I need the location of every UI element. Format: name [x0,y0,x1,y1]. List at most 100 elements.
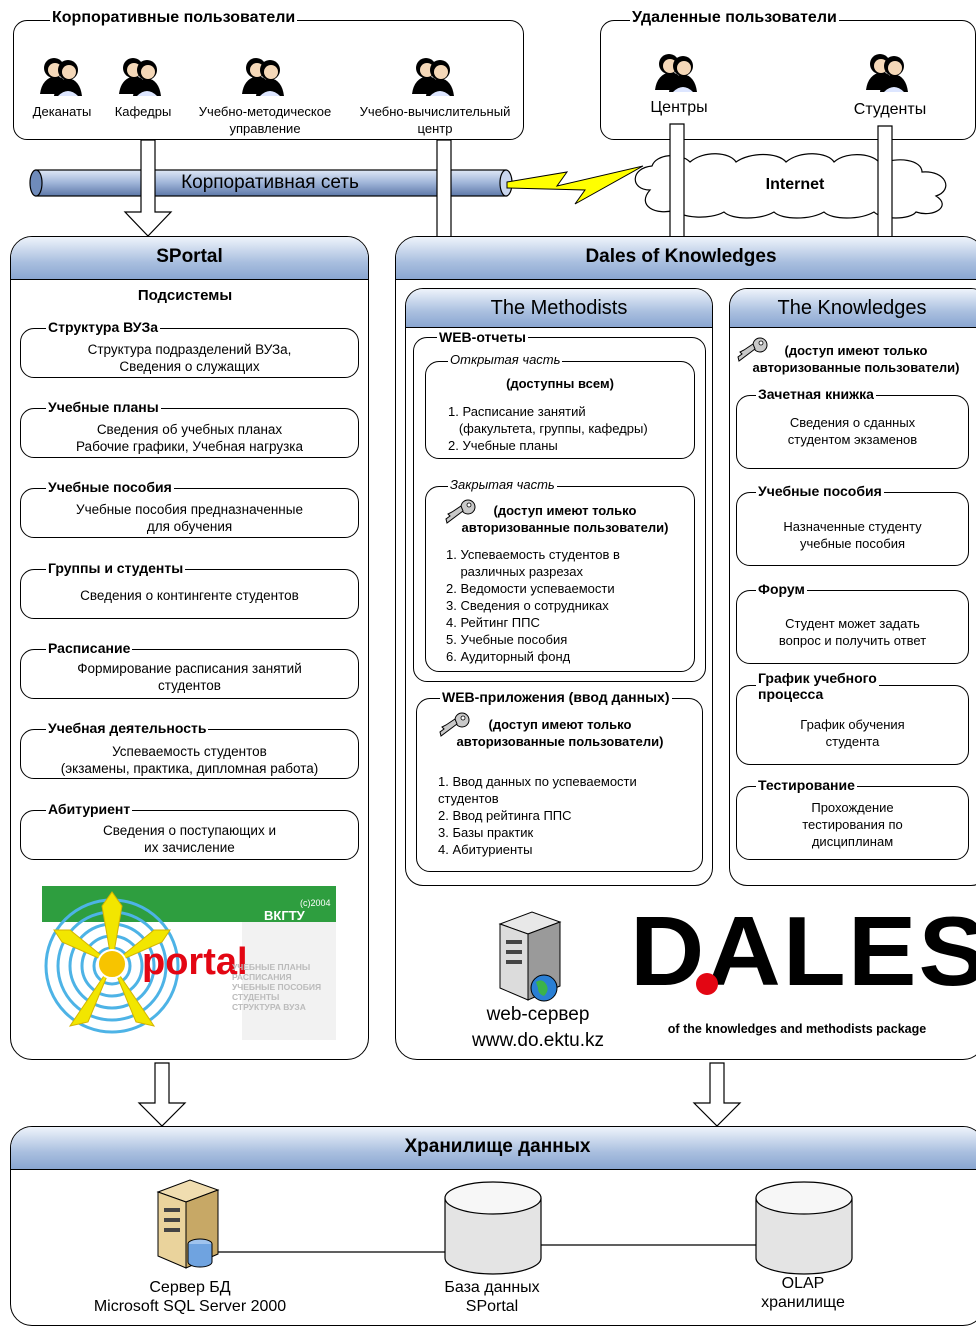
knowledges-group [736,395,969,469]
internet-cloud-icon [634,153,947,219]
sportal-group-text: Сведения об учебных планах Рабочие графи… [76,422,303,454]
web-apps-title: WEB-приложения (ввод данных) [440,689,672,705]
knowledges-group-title: График учебного процесса [756,670,879,702]
knowledges-group-title: Учебные пособия [756,483,884,499]
knowledges-group-title: Зачетная книжка [756,386,876,402]
sportal-group-title: Абитуриент [46,801,133,817]
knowledges-group-text: Сведения о сданных студентом экзаменов [787,415,918,447]
key-icon [445,499,476,524]
sportal-group [20,729,359,779]
sportal-group-title: Структура ВУЗа [46,319,161,335]
list-item: 1. Ввод данных по успеваемости студентов [438,774,637,806]
closed-part-title: Закрытая часть [448,477,557,493]
list-item: 4. Рейтинг ППС [446,615,540,630]
methodists-title: The Methodists [490,297,628,319]
sportal-group [20,488,359,538]
subsystems-title: Подсистемы [137,287,233,304]
knowledges-group-title: Тестирование [756,777,857,793]
sportal-group [20,569,359,619]
key-icon [737,337,768,362]
web-server-label: web-сервер [486,1004,590,1025]
list-item: 4. Абитуриенты [438,842,533,857]
closed-items-list: 1. Успеваемость студентов в различных ра… [446,546,692,665]
sportal-logo-word: portal [142,941,248,983]
knowledges-group [736,492,969,566]
sportal-logo-year: (c)2004 [300,898,331,908]
dales-logo: DALES of the knowledges and methodists p… [630,896,976,1044]
lightning-bolt-icon [506,165,644,205]
list-item: 1. Расписание занятий (факультета, групп… [448,404,648,436]
knowledges-group-text: Прохождение тестирования по дисциплинам [802,800,903,849]
list-item: 2. Ввод рейтинга ППС [438,808,572,823]
knowledges-group [736,786,969,860]
knowledges-title: The Knowledges [777,297,927,319]
open-part-group [425,361,695,459]
sportal-group-text: Сведения о контингенте студентов [80,588,299,603]
sportal-group [20,810,359,860]
knowledges-header: The Knowledges [730,289,976,328]
web-server-icon [498,911,562,1002]
apps-items-list: 1. Ввод данных по успеваемости студентов… [438,773,698,858]
sportal-logo-brand: ВКГТУ [264,908,305,923]
corporate-user-label: Учебно-вычислительный центр [359,104,511,136]
dales-header: Dales of Knowledges [396,237,976,280]
list-item: 2. Учебные планы [448,438,558,453]
sportal-logo-menu: УЧЕБНЫЕ ПЛАНЫ РАСПИСАНИЯ УЧЕБНЫЕ ПОСОБИЯ… [232,962,322,1012]
list-item: 6. Аудиторный фонд [446,649,571,664]
methodists-header: The Methodists [406,289,712,328]
knowledges-group-text: График обучения студента [800,717,905,749]
open-items-list: 1. Расписание занятий (факультета, групп… [448,403,688,454]
list-item: 5. Учебные пособия [446,632,568,647]
sportal-logo-emblem [44,891,180,1034]
database-server-icon [156,1179,220,1269]
sportal-header: SPortal [11,237,368,280]
storage-title: Хранилище данных [404,1136,591,1157]
open-access-text: (доступны всем) [506,376,614,391]
sportal-group-text: Сведения о поступающих и их зачисление [103,823,276,855]
list-item: 3. Базы практик [438,825,534,840]
list-item: 3. Сведения о сотрудниках [446,598,609,613]
sportal-group-title: Учебные пособия [46,479,174,495]
corporate-user-label: Деканаты [32,104,92,119]
dales-title: Dales of Knowledges [585,246,777,267]
sportal-group-text: Успеваемость студентов (экзамены, практи… [60,744,319,776]
sportal-group [20,649,359,699]
sportal-group-title: Учебные планы [46,399,161,415]
knowledges-group [736,590,969,664]
storage-item-label: База данных SPortal [444,1279,540,1315]
closed-part-group [425,486,695,672]
apps-access-text: (доступ имеют только авторизованные поль… [456,717,664,749]
sportal-logo: ВКГТУ (c)2004 portal УЧЕБНЫЕ ПЛАНЫ РАСПИ… [42,886,336,1040]
remote-user-label: Центры [650,99,708,116]
sportal-group-title: Расписание [46,640,133,656]
dales-logo-dot [696,973,718,995]
dales-logo-word: DALES [630,896,976,1006]
sportal-group-text: Учебные пособия предназначенные для обуч… [76,502,303,534]
knowledges-group-text: Студент может задать вопрос и получить о… [778,616,927,648]
dales-logo-subtitle: of the knowledges and methodists package [667,1022,927,1036]
corporate-network-pipe [29,169,513,197]
knowledges-group-title: Форум [756,581,807,597]
storage-header: Хранилище данных [11,1127,976,1170]
corporate-user-label: Учебно-методическое управление [198,104,332,136]
corporate-user-label: Кафедры [114,104,172,119]
knowledges-group-text: Назначенные студенту учебные пособия [783,519,922,551]
storage-item-label: OLAP хранилище [761,1275,845,1311]
open-part-title: Открытая часть [448,352,563,368]
remote-user-label: Студенты [853,101,927,118]
sportal-group [20,328,359,378]
list-item: 1. Успеваемость студентов в различных ра… [446,547,620,579]
web-reports-title: WEB-отчеты [437,329,528,345]
corporate-users-title: Корпоративные пользователи [50,9,298,26]
olap-database-icon [755,1181,853,1275]
closed-access-text: (доступ имеют только авторизованные поль… [461,503,669,535]
storage-item-label: Сервер БД Microsoft SQL Server 2000 [93,1279,287,1315]
remote-users-title: Удаленные пользователи [630,9,839,26]
web-server-url: www.do.ektu.kz [472,1030,604,1051]
key-icon [439,712,470,737]
sportal-group-text: Формирование расписания занятий студенто… [77,661,302,693]
knowledges-access-text: (доступ имеют только авторизованные поль… [752,343,960,375]
sportal-group [20,408,359,458]
